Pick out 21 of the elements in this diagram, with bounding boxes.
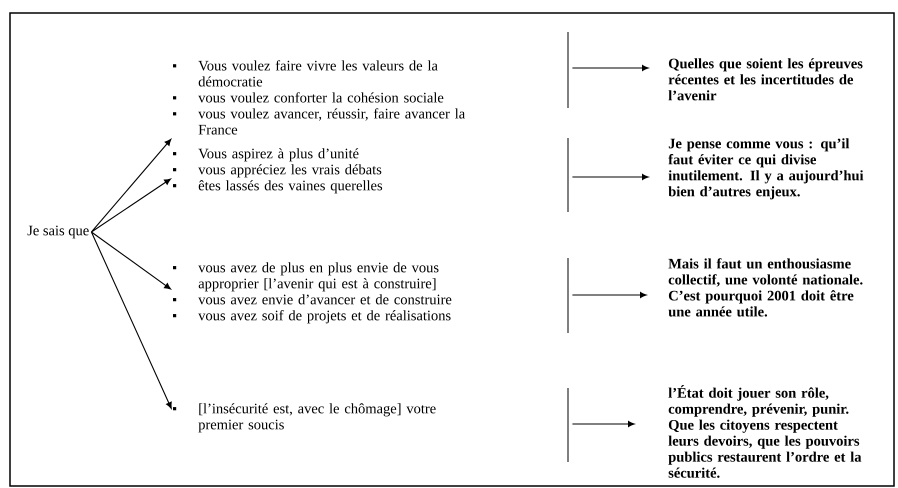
bullet-text: [l’insécurité est, avec le chômage] votre premier soucis bbox=[198, 403, 436, 432]
bullet-text: vous voulez avancer, réussir, faire avancer la France bbox=[198, 108, 465, 135]
arrow bbox=[572, 64, 649, 71]
arrow bbox=[91, 138, 172, 232]
arrow bbox=[572, 292, 647, 298]
bullet-text: êtes lassés des vaines querelles bbox=[198, 180, 382, 194]
arrow bbox=[91, 232, 171, 290]
arrow bbox=[572, 174, 649, 180]
arrow bbox=[91, 178, 171, 232]
bullet-text: vous avez envie d’avancer et de construire bbox=[198, 294, 452, 304]
start-text: Je sais que bbox=[28, 226, 89, 238]
conclusion-text: Quelles que soient les épreuves récentes et les incertitudes de l’avenir bbox=[668, 58, 863, 100]
bullet-text: vous appréciez les vrais débats bbox=[198, 164, 382, 178]
bullet-text: vous avez soif de projets et de réalisations bbox=[198, 310, 451, 324]
bullet-text: Vous aspirez à plus d’unité bbox=[198, 148, 358, 162]
conclusion-text: l’État doit jouer son rôle, comprendre, prévenir, punir. Que les citoyens respectent leurs devoirs, que les pouvoirs publics restaurent l’ordre et la sécurité. bbox=[668, 385, 862, 478]
bullet-text: vous voulez conforter la cohésion sociale bbox=[198, 92, 444, 103]
arrow bbox=[572, 421, 635, 427]
arrow bbox=[90, 232, 172, 409]
conclusion-text: Mais il faut un enthousiasme collectif, une volonté nationale. C’est pourquoi 2001 doit être une année utile. bbox=[668, 258, 862, 317]
conclusion-text: Je pense comme vous : qu’il faut éviter ce qui divise inutilement. Il y a aujourd’hui bien d’autres enjeux. bbox=[668, 138, 864, 200]
